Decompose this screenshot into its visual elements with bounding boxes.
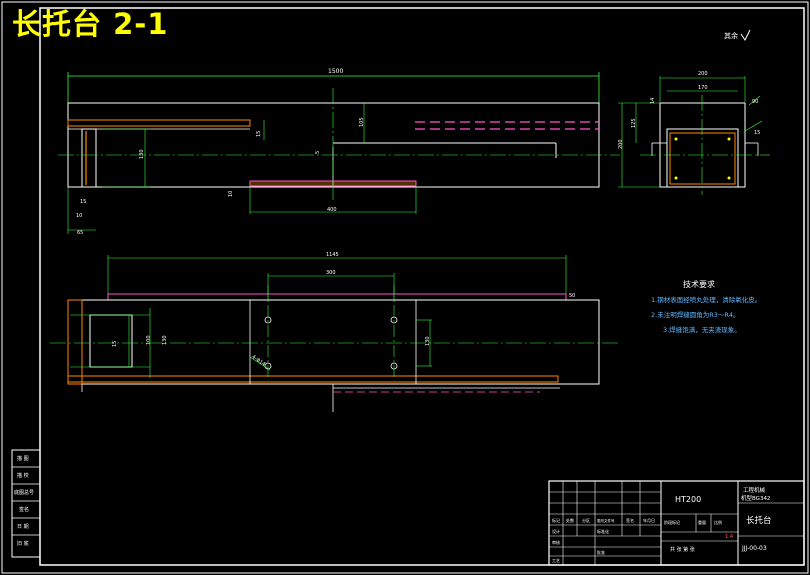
dim-section-15: 15 bbox=[754, 130, 760, 136]
dim-section-14: 14 bbox=[650, 98, 656, 104]
dim-plan-h3: 130 bbox=[162, 335, 168, 345]
tb-material: HT200 bbox=[675, 495, 701, 504]
dim-plan-h2: 100 bbox=[146, 335, 152, 345]
tb-sheet: 共 张 第 张 bbox=[670, 546, 695, 553]
tb-model: 机型BG342 bbox=[741, 494, 770, 502]
tech-item-1: 1.钢材表面经喷丸处理，清除氧化皮。 bbox=[651, 295, 761, 304]
left-row-2: 描 校 bbox=[17, 472, 29, 479]
tb-label-design: 设计 bbox=[552, 528, 560, 534]
tb-label-review: 审核 bbox=[552, 539, 560, 545]
left-row-3: 底图总号 bbox=[14, 489, 34, 496]
tb-project: 工程机械 bbox=[743, 486, 766, 494]
left-row-4: 签名 bbox=[19, 506, 29, 513]
tb-drawing-no: JJJ-00-03 bbox=[741, 545, 767, 552]
dim-left-block-65: 65 bbox=[77, 230, 83, 236]
tech-heading: 技术要求 bbox=[683, 279, 715, 289]
tb-label-process: 工艺 bbox=[552, 558, 560, 563]
tb-label-zone: 分区 bbox=[582, 517, 590, 523]
left-row-5: 日 期 bbox=[17, 524, 29, 530]
dim-top-height: 105 bbox=[359, 117, 365, 127]
tb-label-sign: 签名 bbox=[626, 517, 634, 523]
tb-label-mark: 标记 bbox=[552, 517, 560, 523]
roughness-label: 其余 bbox=[724, 31, 738, 40]
dim-top-length: 1500 bbox=[328, 68, 343, 75]
dim-plan-holes: 4-Φ14 bbox=[250, 354, 266, 368]
tb-label-weight: 重量 bbox=[698, 519, 706, 525]
dim-section-125: 125 bbox=[631, 118, 637, 128]
dim-left-block-10: 10 bbox=[76, 213, 82, 219]
front-view: 1500 15 105 5 130 15 10 65 bbox=[58, 68, 620, 236]
dim-slot-10: 10 bbox=[228, 191, 234, 197]
tb-label-approve: 批准 bbox=[597, 549, 605, 555]
dim-top-plate-left: 15 bbox=[256, 131, 262, 137]
tb-label-scale: 比例 bbox=[714, 519, 722, 525]
tb-label-count: 处数 bbox=[566, 517, 574, 523]
drawing-title: 长托台 2-1 bbox=[12, 7, 169, 41]
left-row-6: 旧 底 bbox=[17, 540, 29, 547]
dim-plan-length: 1145 bbox=[326, 252, 339, 258]
dim-section-inner: 170 bbox=[698, 85, 708, 91]
tech-requirements: 技术要求 1.钢材表面经喷丸处理，清除氧化皮。 2.未注明焊缝圆角为R3～R4。… bbox=[651, 279, 761, 334]
tb-label-change: 更改文件号 bbox=[597, 518, 615, 523]
tech-item-3: 3.焊缝饱满，无夹渣现象。 bbox=[663, 325, 741, 334]
title-block: 标记 处数 分区 更改文件号 签名 年月日 设计 审核 工艺 标准化 阶段标记 … bbox=[548, 480, 805, 566]
tb-label-date: 年月日 bbox=[643, 517, 655, 523]
tb-label-stage: 阶段标记 bbox=[664, 519, 680, 525]
dim-plan-center: 300 bbox=[326, 270, 336, 276]
plan-view: 1145 300 50 15 100 130 bbox=[50, 252, 620, 412]
tb-scale: 1:4 bbox=[725, 534, 733, 540]
tech-item-2: 2.未注明焊缝圆角为R3～R4。 bbox=[651, 310, 740, 319]
left-row-1: 描 图 bbox=[17, 455, 29, 462]
dim-slot-length: 400 bbox=[327, 207, 337, 213]
dim-section-90: 90 bbox=[752, 99, 758, 105]
dim-plan-h4: 130 bbox=[425, 336, 431, 346]
dim-top-plate-right: 5 bbox=[315, 151, 321, 154]
left-record-table: 描 图 描 校 底图总号 签名 日 期 旧 底 bbox=[11, 449, 41, 558]
tb-part-name: 长托台 bbox=[746, 515, 772, 526]
dim-left-block-height: 130 bbox=[139, 149, 145, 159]
section-view: 200 170 200 125 14 90 15 bbox=[618, 71, 770, 195]
dim-section-height: 200 bbox=[618, 139, 624, 149]
dim-plan-right: 50 bbox=[569, 293, 575, 299]
tb-label-standard: 标准化 bbox=[597, 528, 609, 534]
dim-section-width: 200 bbox=[698, 71, 708, 77]
dim-left-block-15: 15 bbox=[80, 199, 86, 205]
dim-plan-h1: 15 bbox=[112, 341, 118, 347]
roughness-symbol: 其余 bbox=[724, 29, 751, 41]
